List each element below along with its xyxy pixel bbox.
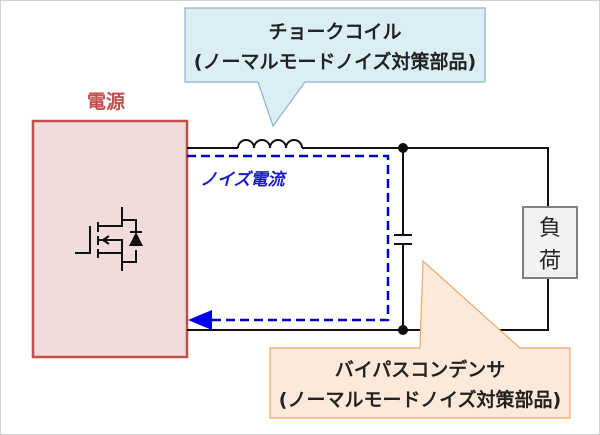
diode-icon [129,232,143,246]
mosfet-icon [75,207,142,271]
inductor-icon [237,139,303,149]
load-label-1: 負 [539,216,561,241]
bypass-callout [269,259,571,419]
choke-callout-subtitle: (ノーマルモードノイズ対策部品) [194,50,476,73]
node-top [398,143,408,153]
circuit-wires [187,139,549,331]
capacitor-icon [394,148,412,330]
node-bottom [398,325,408,335]
noise-arrow-icon [188,310,212,330]
noise-current-label: ノイズ電流 [200,170,287,190]
power-supply-label: 電源 [87,90,125,113]
noise-current-path [187,154,390,322]
bypass-callout-title: バイパスコンデンサ [335,358,506,381]
choke-callout [184,7,486,128]
choke-callout-title: チョークコイル [268,21,401,43]
load-label-2: 荷 [539,249,561,274]
bypass-callout-subtitle: (ノーマルモードノイズ対策部品) [279,388,561,411]
load-box [522,206,578,279]
